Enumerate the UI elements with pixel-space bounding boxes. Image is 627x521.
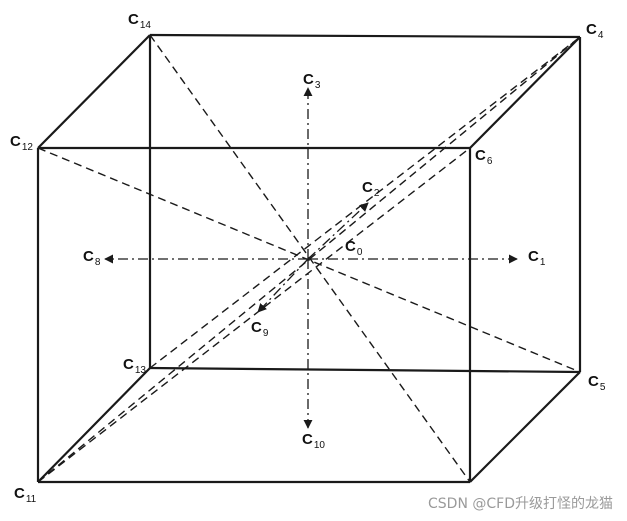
label-c9-base: C: [251, 319, 262, 336]
label-c1-sub: 1: [539, 257, 546, 268]
label-c10-base: C: [302, 431, 313, 448]
cube-edge: [37, 34, 151, 149]
label-c14-base: C: [128, 11, 139, 28]
label-c1-base: C: [528, 248, 539, 265]
label-c9: C9: [251, 319, 269, 339]
label-c14: C14: [128, 11, 151, 31]
diagonal-line: [149, 36, 581, 369]
label-c3-sub: 3: [314, 80, 321, 91]
label-c12-base: C: [10, 133, 21, 150]
label-c1: C1: [528, 248, 546, 268]
label-c13-base: C: [123, 356, 134, 373]
label-c5-sub: 5: [599, 382, 606, 393]
label-c2: C2: [362, 179, 380, 199]
label-c11-base: C: [14, 485, 25, 502]
cube-edge: [37, 367, 151, 483]
label-c13-sub: 13: [134, 365, 146, 376]
label-c4: C4: [586, 21, 604, 41]
label-c14-sub: 14: [139, 20, 151, 31]
label-c2-sub: 2: [373, 188, 380, 199]
label-c6-base: C: [475, 147, 486, 164]
label-c4-sub: 4: [597, 30, 604, 41]
label-c2-base: C: [362, 179, 373, 196]
cube-edge: [469, 36, 581, 149]
cube-edge: [149, 33, 581, 39]
watermark-text: CSDN @CFD升级打怪的龙猫: [428, 496, 613, 512]
label-c0-base: C: [345, 238, 356, 255]
label-c10: C10: [302, 431, 325, 451]
label-c11-sub: 11: [25, 494, 37, 505]
label-c5: C5: [588, 373, 606, 393]
label-c8-base: C: [83, 248, 94, 265]
label-c12-sub: 12: [21, 142, 33, 153]
label-c6-sub: 6: [486, 156, 493, 167]
label-c3-base: C: [303, 71, 314, 88]
label-c12: C12: [10, 133, 33, 153]
label-c0-sub: 0: [356, 247, 363, 258]
diagonal-line: [37, 147, 581, 373]
label-c0: C0: [345, 238, 363, 258]
label-c13: C13: [123, 356, 146, 376]
axis-arrow-c2: [307, 202, 369, 260]
label-c6: C6: [475, 147, 493, 167]
label-c11: C11: [14, 485, 37, 505]
cube-edge: [149, 366, 581, 374]
diagonal-line: [37, 147, 471, 483]
label-c10-sub: 10: [313, 440, 325, 451]
label-c8-sub: 8: [94, 257, 101, 268]
label-c9-sub: 9: [262, 328, 269, 339]
label-c5-base: C: [588, 373, 599, 390]
axis-arrow-c9: [257, 258, 309, 313]
label-c8: C8: [83, 248, 101, 268]
label-c3: C3: [303, 71, 321, 91]
label-c4-base: C: [586, 21, 597, 38]
cube-edge: [469, 371, 581, 483]
